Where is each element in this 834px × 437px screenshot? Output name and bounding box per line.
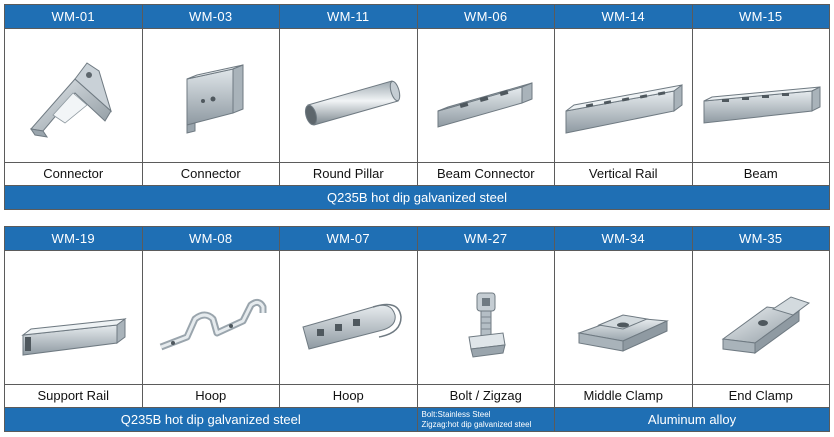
zigzag-material: Zigzag:hot dip galvanized steel (421, 419, 532, 429)
material-note: Q235B hot dip galvanized steel (4, 407, 418, 432)
product-code: WM-35 (691, 226, 830, 251)
omega-hoop-icon (159, 298, 267, 350)
product-name: Middle Clamp (554, 384, 693, 408)
beam-icon (703, 85, 821, 124)
product-image-cell (141, 28, 280, 163)
pipe-hoop-icon (302, 303, 403, 350)
product-name: Hoop (141, 384, 280, 408)
product-table-2: WM-19 WM-08 WM-07 WM-27 WM-34 WM-35 (4, 226, 830, 432)
vertical-rail-icon (565, 83, 683, 134)
product-name: Support Rail (4, 384, 143, 408)
product-image-cell (554, 28, 693, 163)
product-code: WM-14 (554, 4, 693, 29)
product-code: WM-01 (4, 4, 143, 29)
triangle-connector-icon (30, 61, 113, 138)
product-code: WM-11 (279, 4, 418, 29)
product-image-cell (691, 28, 830, 163)
product-name: Beam (691, 162, 830, 186)
material-note: Q235B hot dip galvanized steel (4, 185, 830, 210)
product-code: WM-27 (416, 226, 555, 251)
product-code: WM-34 (554, 226, 693, 251)
product-image-cell (416, 28, 555, 163)
product-image-cell (279, 250, 418, 385)
product-name: Vertical Rail (554, 162, 693, 186)
product-name: End Clamp (691, 384, 830, 408)
product-code: WM-03 (141, 4, 280, 29)
product-code: WM-06 (416, 4, 555, 29)
product-name: Connector (141, 162, 280, 186)
product-code: WM-19 (4, 226, 143, 251)
product-code: WM-15 (691, 4, 830, 29)
product-image-cell (554, 250, 693, 385)
material-note-bolt-zigzag: Bolt:Stainless Steel Zigzag:hot dip galv… (416, 407, 555, 432)
slotted-beam-connector-icon (437, 81, 533, 128)
material-note: Aluminum alloy (554, 407, 830, 432)
product-image-cell (141, 250, 280, 385)
product-image-cell (691, 250, 830, 385)
product-name: Round Pillar (279, 162, 418, 186)
bolt-zigzag-icon (468, 292, 506, 358)
product-name: Bolt / Zigzag (416, 384, 555, 408)
middle-clamp-icon (577, 313, 670, 352)
product-name: Beam Connector (416, 162, 555, 186)
product-name: Hoop (279, 384, 418, 408)
product-image-cell (4, 250, 143, 385)
product-image-cell (416, 250, 555, 385)
u-channel-connector-icon (186, 63, 244, 134)
end-clamp-icon (721, 295, 810, 354)
product-code: WM-08 (141, 226, 280, 251)
product-table-1: WM-01 WM-03 WM-11 WM-06 WM-14 WM-15 (4, 4, 830, 210)
product-code: WM-07 (279, 226, 418, 251)
bolt-material: Bolt:Stainless Steel (421, 409, 491, 419)
square-tube-rail-icon (21, 317, 128, 356)
product-image-cell (4, 28, 143, 163)
round-pillar-icon (305, 79, 401, 126)
product-image-cell (279, 28, 418, 163)
product-name: Connector (4, 162, 143, 186)
